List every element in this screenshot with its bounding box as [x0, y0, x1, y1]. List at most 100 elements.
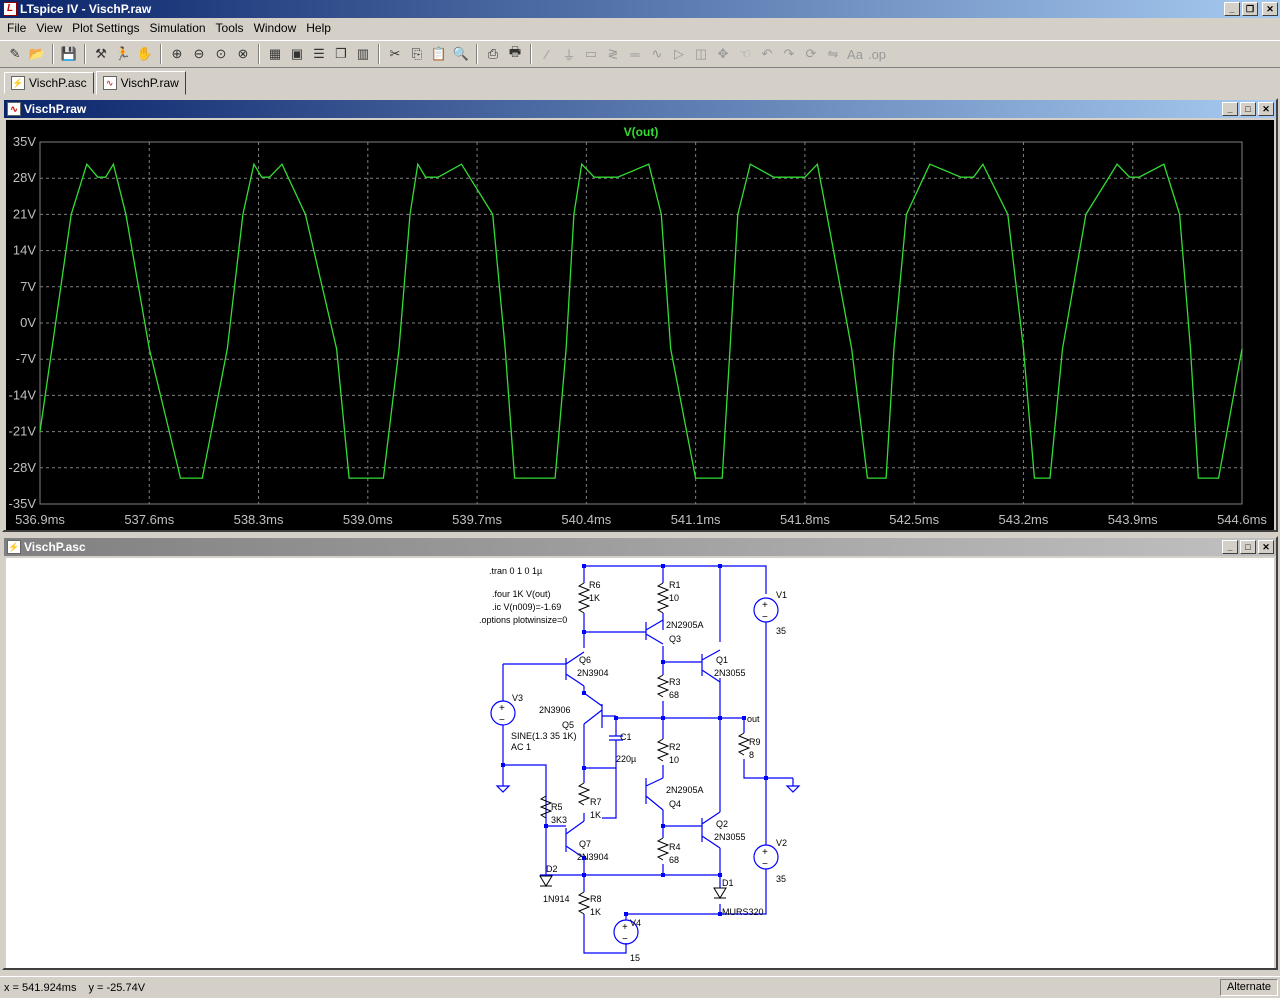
- schematic-drawing[interactable]: +− +− +− +− .tran 0 1 0 1µ .four 1K V(ou…: [6, 558, 1274, 968]
- v1-value: 35: [776, 626, 786, 636]
- zoom-out-icon[interactable]: ⊖: [193, 46, 205, 61]
- menu-help[interactable]: Help: [306, 21, 331, 35]
- q5-type: 2N3906: [539, 705, 571, 715]
- autorange-icon[interactable]: ▦: [268, 46, 282, 61]
- open-icon[interactable]: 📂: [28, 46, 46, 61]
- tile-vertical-icon[interactable]: ▥: [356, 46, 370, 61]
- drag-icon[interactable]: ☜: [739, 46, 751, 61]
- y-tick-label: -14V: [9, 387, 37, 402]
- v3-label: V3: [512, 693, 523, 703]
- r5-value: 3K3: [551, 815, 567, 825]
- x-tick-label: 543.2ms: [999, 512, 1049, 527]
- menu-file[interactable]: File: [7, 21, 27, 35]
- wire-icon[interactable]: ∕: [545, 46, 549, 62]
- q3-label: Q3: [669, 634, 681, 644]
- menu-simulation[interactable]: Simulation: [149, 21, 206, 35]
- save-icon[interactable]: 💾: [60, 46, 78, 61]
- d1-label: D1: [722, 878, 734, 888]
- window-controls: _ ❐ ✕: [1224, 2, 1278, 16]
- v3-value: SINE(1.3 35 1K): [511, 731, 577, 741]
- mirror-icon[interactable]: ⇋: [827, 46, 839, 61]
- ltspice-logo-icon: L: [3, 2, 17, 16]
- v4-value: 15: [630, 953, 640, 963]
- cascade-icon[interactable]: ❐: [335, 46, 347, 61]
- maximize-icon[interactable]: □: [1240, 540, 1256, 554]
- schematic-icon: ⚡: [7, 540, 21, 554]
- x-tick-label: 539.0ms: [343, 512, 393, 527]
- component-icon[interactable]: ◫: [694, 46, 708, 61]
- spice-directive-icon[interactable]: .op: [867, 46, 887, 62]
- rotate-icon[interactable]: ⟳: [805, 46, 817, 61]
- schematic-junctions: [501, 564, 768, 916]
- capacitor-icon[interactable]: ═: [630, 46, 640, 62]
- close-icon[interactable]: ✕: [1262, 2, 1278, 16]
- new-schematic-icon[interactable]: ✎: [9, 46, 21, 61]
- vout-trace: [39, 162, 1243, 479]
- paste-icon[interactable]: 📋: [430, 46, 448, 61]
- x-tick-label: 539.7ms: [452, 512, 502, 527]
- v1-label: V1: [776, 590, 787, 600]
- ground-icon[interactable]: ⏚: [562, 47, 576, 63]
- waveform-icon: ∿: [7, 102, 21, 116]
- zoom-cancel-icon[interactable]: ⊗: [237, 46, 249, 61]
- y-tick-label: -7V: [16, 351, 37, 366]
- svg-text:+: +: [762, 600, 768, 611]
- r1-value: 10: [669, 593, 679, 603]
- status-mode: Alternate: [1219, 979, 1278, 996]
- plot-settings-icon[interactable]: ▣: [290, 46, 304, 61]
- print-preview-icon[interactable]: ⎙: [487, 46, 499, 61]
- tab-schematic[interactable]: ⚡ VischP.asc: [4, 72, 94, 94]
- minimize-icon[interactable]: _: [1222, 102, 1238, 116]
- toolbar-separator: [84, 44, 86, 64]
- close-icon[interactable]: ✕: [1258, 540, 1274, 554]
- menu-window[interactable]: Window: [253, 21, 297, 35]
- control-panel-icon[interactable]: ⚒: [95, 46, 107, 61]
- run-icon[interactable]: 🏃: [114, 46, 132, 61]
- q2-type: 2N3055: [714, 832, 746, 842]
- tab-waveform[interactable]: ∿ VischP.raw: [95, 71, 186, 95]
- label-icon[interactable]: ▭: [584, 46, 598, 61]
- r7-label: R7: [590, 797, 602, 807]
- minimize-icon[interactable]: _: [1222, 540, 1238, 554]
- text-icon[interactable]: Aa: [847, 46, 863, 62]
- diode-icon[interactable]: ▷: [674, 46, 684, 61]
- menu-plot-settings[interactable]: Plot Settings: [72, 21, 140, 35]
- inductor-icon[interactable]: ∿: [651, 46, 663, 61]
- x-tick-label: 540.4ms: [561, 512, 611, 527]
- maximize-icon[interactable]: □: [1240, 102, 1256, 116]
- undo-icon[interactable]: ↶: [761, 46, 773, 61]
- menu-tools[interactable]: Tools: [215, 21, 244, 35]
- y-tick-label: -21V: [9, 424, 37, 439]
- trace-label: V(out): [624, 125, 659, 139]
- find-icon[interactable]: 🔍: [452, 46, 470, 61]
- menu-view[interactable]: View: [36, 21, 63, 35]
- d2-label: D2: [546, 864, 558, 874]
- schematic-canvas[interactable]: +− +− +− +− .tran 0 1 0 1µ .four 1K V(ou…: [6, 558, 1274, 968]
- resistor-icon[interactable]: ≷: [607, 46, 619, 61]
- status-bar: x = 541.924ms y = -25.74V Alternate: [0, 976, 1280, 998]
- minimize-icon[interactable]: _: [1224, 2, 1240, 16]
- svg-text:−: −: [499, 715, 505, 726]
- halt-icon[interactable]: ✋: [136, 46, 154, 61]
- waveform-window-controls: _ □ ✕: [1222, 102, 1274, 116]
- svg-text:+: +: [622, 922, 628, 933]
- redo-icon[interactable]: ↷: [783, 46, 795, 61]
- r8-value: 1K: [590, 907, 601, 917]
- schematic-window: ⚡ VischP.asc _ □ ✕: [2, 536, 1278, 970]
- cursor-y-readout: y = -25.74V: [88, 981, 146, 994]
- cut-icon[interactable]: ✂: [389, 46, 401, 61]
- move-icon[interactable]: ✥: [717, 46, 729, 61]
- zoom-in-icon[interactable]: ⊕: [171, 46, 183, 61]
- r3-value: 68: [669, 690, 679, 700]
- tile-horizontal-icon[interactable]: ☰: [313, 46, 325, 61]
- zoom-fit-icon[interactable]: ⊙: [215, 46, 227, 61]
- print-icon[interactable]: 🖶: [508, 44, 522, 59]
- close-icon[interactable]: ✕: [1258, 102, 1274, 116]
- restore-icon[interactable]: ❐: [1242, 2, 1258, 16]
- copy-icon[interactable]: ⎘: [411, 46, 423, 61]
- r9-value: 8: [749, 750, 754, 760]
- app-title: LTspice IV - VischP.raw: [20, 2, 152, 16]
